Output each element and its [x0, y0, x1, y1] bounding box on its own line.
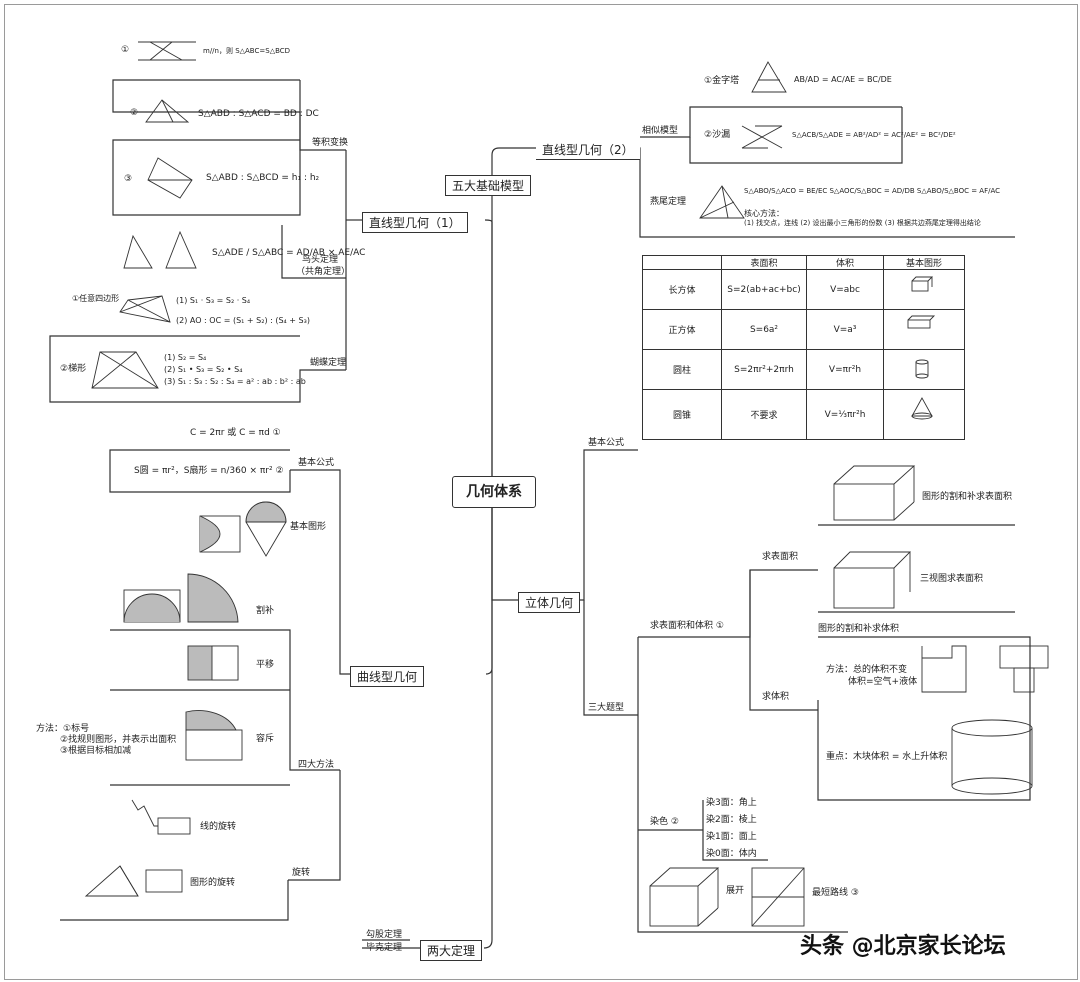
item3-text: S△ABD : S△BCD = h₁ : h₂: [206, 173, 320, 183]
unfold-label: 展开: [726, 886, 745, 896]
cut-fill: 割补: [256, 606, 275, 616]
table-cell: V=πr²h: [806, 349, 884, 390]
trap-label: ②梯形: [60, 364, 87, 374]
dye-item: 染3面：角上: [706, 798, 757, 808]
node-bird-head[interactable]: 鸟头定理: [302, 255, 339, 265]
table-cell: S=2πr²+2πrh: [721, 349, 807, 390]
method-step2: ②找规则图形，并表示出面积: [60, 735, 177, 745]
table-header: 基本图形: [883, 255, 965, 270]
method-step3: ③根据目标相加减: [60, 746, 132, 756]
line-rotation: 线的旋转: [200, 822, 237, 832]
bf-eq1: (1) S₁ · S₃ = S₂ · S₄: [176, 296, 251, 305]
node-butterfly[interactable]: 蝴蝶定理: [310, 358, 347, 368]
table-row: 圆柱 S=2πr²+2πrh V=πr²h: [642, 349, 965, 390]
circ-formula: C = 2πr 或 C = πd ①: [190, 428, 281, 438]
solid-formula-table: 表面积 体积 基本图形 长方体 S=2(ab+ac+bc) V=abc 正方体 …: [642, 255, 965, 440]
vol-method2: 体积=空气+液体: [848, 677, 918, 687]
dye-item: 染1面：面上: [706, 832, 757, 842]
vol-key: 重点：木块体积 = 水上升体积: [826, 752, 948, 762]
table-cell: 正方体: [642, 309, 722, 350]
table-header: 表面积: [721, 255, 807, 270]
surf-item2: 三视图求表面积: [920, 574, 984, 584]
pyramid-label: ①金字塔: [704, 76, 740, 86]
dye-item: 染0面：体内: [706, 849, 757, 859]
branch-five-models[interactable]: 五大基础模型: [445, 175, 532, 196]
node-swallowtail[interactable]: 燕尾定理: [650, 197, 687, 207]
node-bird-head-sub: （共角定理）: [296, 267, 351, 277]
item1-text: m//n，则 S△ABC=S△BCD: [203, 47, 291, 55]
branch-solid[interactable]: 立体几何: [518, 592, 581, 613]
table-cell: S=2(ab+ac+bc): [721, 269, 807, 310]
surf-item1: 图形的割和补求表面积: [922, 492, 1013, 502]
watermark: 头条 @北京家长论坛: [800, 934, 1006, 959]
cylinder-icon: [883, 349, 965, 390]
branch-two-theorems[interactable]: 两大定理: [420, 940, 483, 961]
node-gougu[interactable]: 勾股定理: [366, 930, 403, 940]
node-equal-area[interactable]: 等积变换: [312, 138, 349, 148]
table-cell: 圆柱: [642, 349, 722, 390]
method-step1: 方法：①标号: [36, 724, 90, 734]
cone-icon: [883, 389, 965, 440]
shape-rotation: 图形的旋转: [190, 878, 236, 888]
dye-item: 染2面：棱上: [706, 815, 757, 825]
item2-num: ②: [130, 108, 139, 118]
cuboid-icon: [883, 269, 965, 310]
table-cell: V=⅓πr²h: [806, 389, 884, 440]
node-rotate[interactable]: 旋转: [292, 868, 311, 878]
table-header: [642, 255, 722, 270]
inclusion-exclusion: 容斥: [256, 734, 275, 744]
branch-line1[interactable]: 直线型几何（1）: [362, 212, 468, 233]
node-huaka[interactable]: 毕克定理: [366, 943, 403, 953]
branch-curve[interactable]: 曲线型几何: [350, 666, 425, 687]
node-curve-basic[interactable]: 基本公式: [298, 458, 335, 468]
hourglass-label: ②沙漏: [704, 130, 731, 140]
vol-method1: 方法：总的体积不变: [826, 665, 908, 675]
node-three-types[interactable]: 三大题型: [588, 703, 625, 713]
node-surface[interactable]: 求表面积: [762, 552, 799, 562]
vol-title: 图形的割和补求体积: [818, 624, 900, 634]
node-four-methods[interactable]: 四大方法: [298, 760, 335, 770]
table-row: 圆锥 不要求 V=⅓πr²h: [642, 389, 965, 440]
table-cell: S=6a²: [721, 309, 807, 350]
root-node[interactable]: 几何体系: [452, 476, 536, 508]
node-basic-formula[interactable]: 基本公式: [588, 438, 625, 448]
pyramid-formula: AB/AD = AC/AE = BC/DE: [794, 75, 892, 84]
item1-num: ①: [121, 45, 130, 55]
node-basic-shape[interactable]: 基本图形: [290, 522, 327, 532]
table-row: 正方体 S=6a² V=a³: [642, 309, 965, 350]
node-similar[interactable]: 相似模型: [642, 126, 679, 136]
bf-any-quad: ①任意四边形: [72, 294, 120, 303]
diagram-frame: [4, 4, 1078, 980]
swallowtail-formula: S△ABO/S△ACO = BE/EC S△AOC/S△BOC = AD/DB …: [744, 187, 1001, 195]
table-cell: 不要求: [721, 389, 807, 440]
item2-text: S△ABD : S△ACD = BD : DC: [198, 109, 319, 119]
bird-head-formula: S△ADE / S△ABC = AD/AB × AE/AC: [212, 248, 366, 258]
table-cell: 长方体: [642, 269, 722, 310]
core-text: (1) 找交点，连线 (2) 设出最小三角形的份数 (3) 根据共边燕尾定理得出…: [744, 219, 981, 227]
item3-num: ③: [124, 174, 133, 184]
table-cell: 圆锥: [642, 389, 722, 440]
table-header: 体积: [806, 255, 884, 270]
area-formula: S圆 = πr²，S扇形 = n/360 × πr² ②: [134, 466, 284, 476]
core-title: 核心方法：: [744, 209, 784, 218]
branch-line2[interactable]: 直线型几何（2）: [536, 140, 640, 160]
table-row: 长方体 S=2(ab+ac+bc) V=abc: [642, 269, 965, 310]
table-cell: V=abc: [806, 269, 884, 310]
trap-eq3: (3) S₁ : S₃ : S₂ : S₄ = a² : ab : b² : a…: [164, 377, 306, 386]
hourglass-formula: S△ACB/S△ADE = AB²/AD² = AC²/AE² = BC²/DE…: [792, 131, 956, 139]
bf-eq2: (2) AO : OC = (S₁ + S₂) : (S₄ + S₃): [176, 316, 310, 325]
trap-eq2: (2) S₁ • S₃ = S₂ • S₄: [164, 365, 243, 374]
translate: 平移: [256, 660, 275, 670]
shortest-path: 最短路线 ③: [812, 888, 859, 898]
node-volume[interactable]: 求体积: [762, 692, 790, 702]
cube-icon: [883, 309, 965, 350]
node-dye[interactable]: 染色 ②: [650, 817, 679, 827]
node-surf-vol[interactable]: 求表面积和体积 ①: [650, 621, 724, 631]
table-cell: V=a³: [806, 309, 884, 350]
trap-eq1: (1) S₂ = S₄: [164, 353, 207, 362]
